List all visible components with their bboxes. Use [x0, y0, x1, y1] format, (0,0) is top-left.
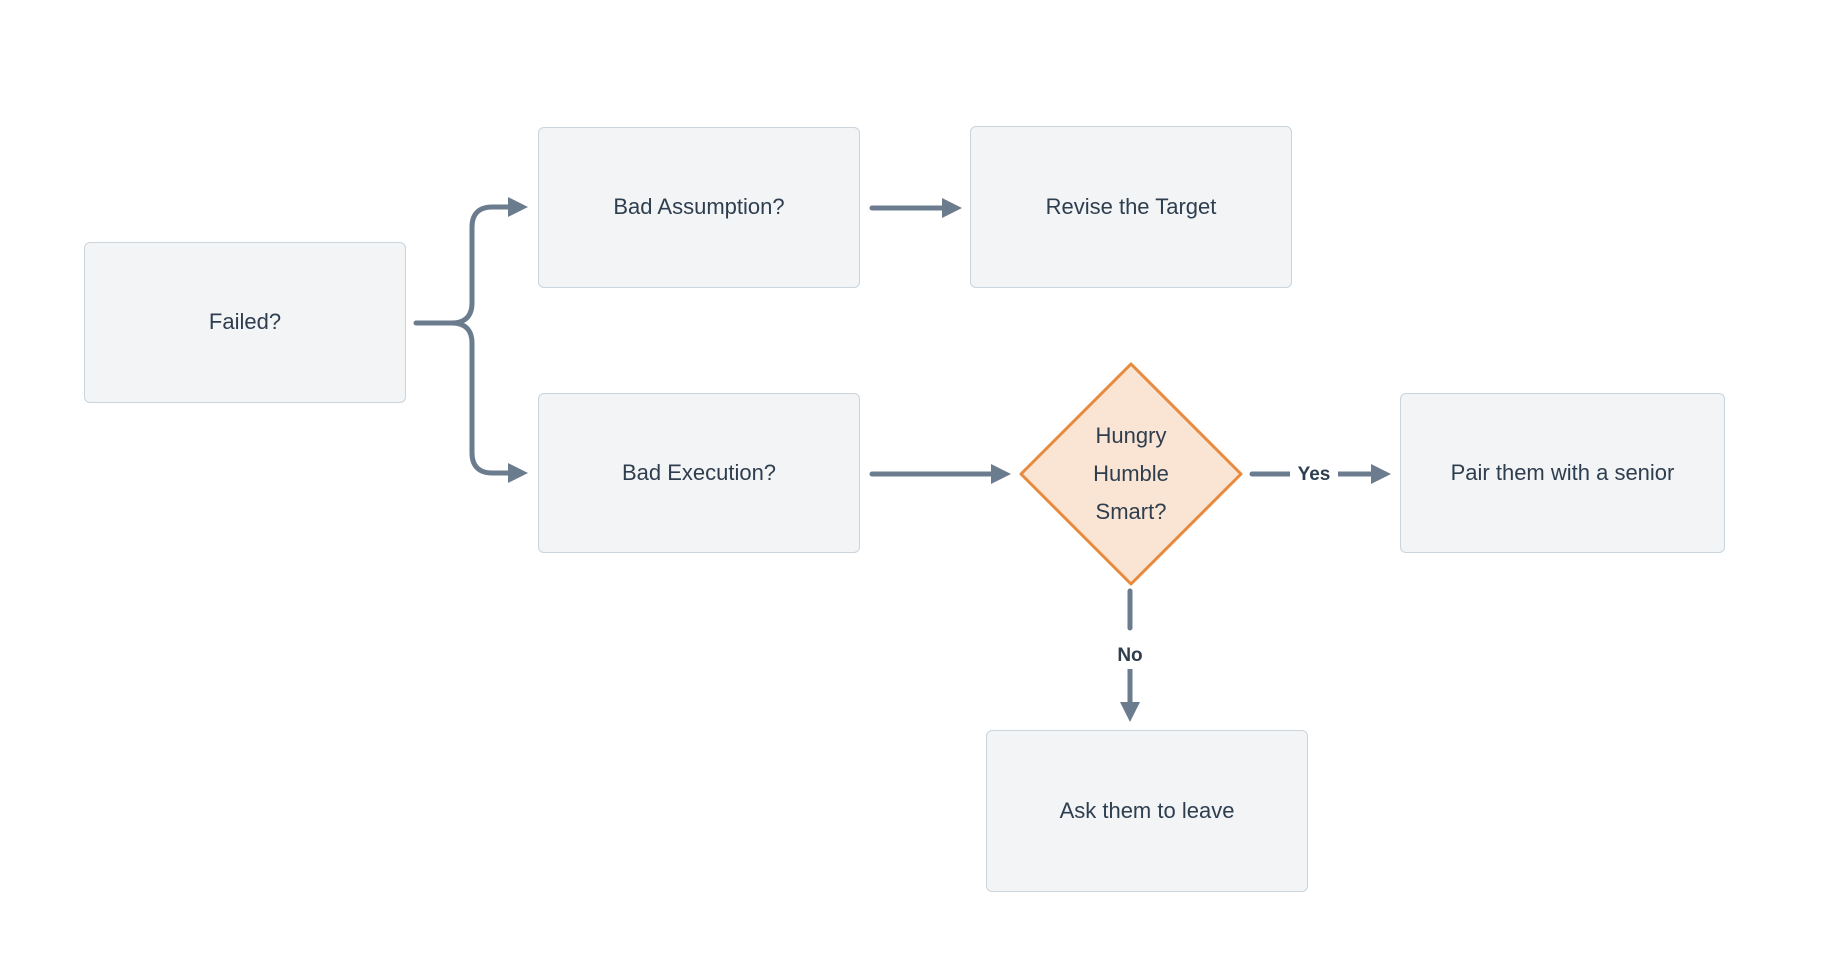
node-bad-execution-label: Bad Execution?	[621, 459, 777, 485]
node-ask-leave-label: Ask them to leave	[1059, 797, 1235, 823]
edge-label-yes: Yes	[1290, 461, 1338, 488]
node-revise-target: Revise the Target	[970, 126, 1292, 288]
node-bad-assumption: Bad Assumption?	[538, 127, 860, 288]
node-decision-label: Hungry Humble Smart?	[1021, 417, 1241, 531]
decision-line-2: Humble	[1093, 461, 1169, 486]
decision-diamond	[1019, 362, 1243, 586]
node-pair-senior: Pair them with a senior	[1400, 393, 1725, 553]
decision-line-3: Smart?	[1095, 499, 1167, 524]
node-ask-leave: Ask them to leave	[986, 730, 1308, 892]
node-pair-senior-label: Pair them with a senior	[1450, 459, 1675, 485]
edge-failed-to-bad-execution	[449, 320, 528, 483]
decision-line-1: Hungry	[1095, 423, 1167, 448]
edge-failed-to-bad-assumption	[449, 197, 528, 326]
node-failed: Failed?	[84, 242, 406, 403]
edge-label-no: No	[1106, 642, 1154, 669]
node-failed-label: Failed?	[208, 309, 282, 335]
node-revise-target-label: Revise the Target	[1045, 193, 1217, 219]
node-bad-execution: Bad Execution?	[538, 393, 860, 553]
node-bad-assumption-label: Bad Assumption?	[613, 194, 785, 220]
